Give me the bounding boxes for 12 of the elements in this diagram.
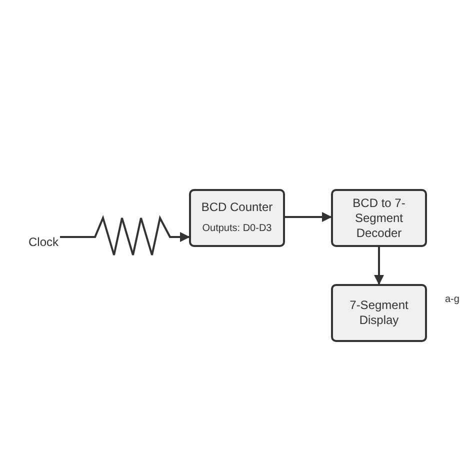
zigzag-arrow [60, 215, 190, 256]
process-box [331, 284, 427, 342]
box-label: BCD to 7-Segment Decoder [352, 196, 406, 240]
process-box [189, 189, 285, 247]
input-label: Clock [28, 235, 58, 250]
signal-label: a-g [445, 294, 460, 305]
box-label: 7-Segment Display [348, 298, 410, 328]
box-label: BCD Counter [201, 200, 273, 215]
process-box [331, 189, 427, 247]
arrow [285, 212, 332, 222]
arrow [374, 247, 384, 285]
box-subtitle: Outputs: D0-D3 [202, 222, 272, 236]
